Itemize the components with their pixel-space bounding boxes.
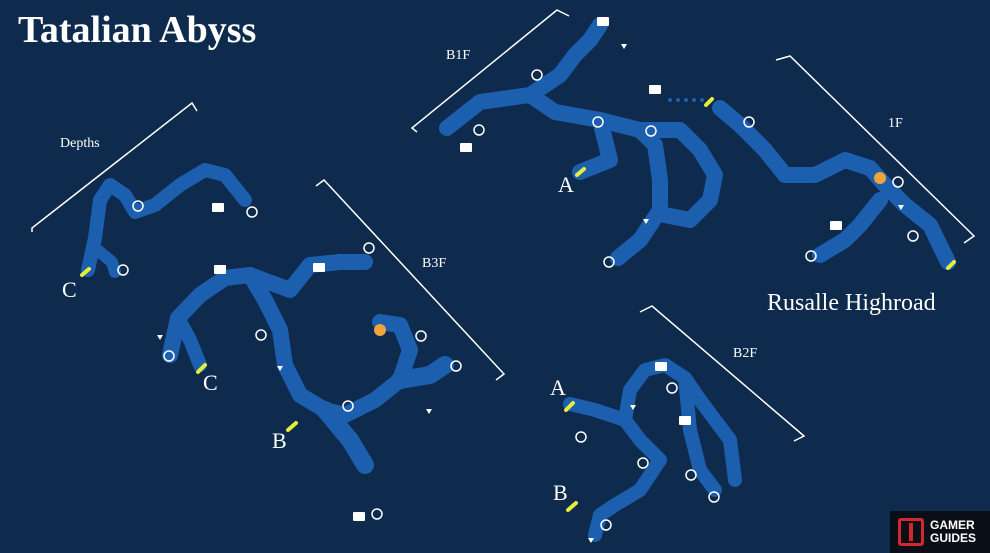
brand-line-2: GUIDES <box>930 531 977 545</box>
chest-icon <box>212 203 224 212</box>
transition-b-b2f <box>566 501 578 512</box>
transition-a-b2f <box>564 401 575 412</box>
exit-label-a-b1f: A <box>558 172 574 197</box>
monster-markers <box>374 172 886 336</box>
gamer-guides-logo-icon <box>898 518 924 546</box>
transition-a-b1f <box>575 167 586 177</box>
floor-label-depths: Depths <box>60 136 100 151</box>
arrow-down-icon <box>621 44 627 49</box>
gamer-guides-watermark: GAMER GUIDES <box>890 511 990 553</box>
point-icon <box>805 250 817 262</box>
floor-label-b2f: B2F <box>733 346 758 361</box>
chest-icon <box>830 221 842 230</box>
monster-icon <box>874 172 886 184</box>
cave-b3f-left <box>171 311 207 372</box>
point-icon <box>531 69 543 81</box>
path-dot <box>676 98 680 102</box>
cave-corridors <box>81 17 956 542</box>
point-icon <box>600 519 612 531</box>
dotted-path <box>668 98 704 102</box>
transition-1f-top <box>704 97 714 107</box>
bracket-1f <box>775 55 976 244</box>
brand-line-1: GAMER <box>930 518 975 532</box>
arrow-down-icon <box>588 538 594 543</box>
cave-depths <box>81 163 252 277</box>
point-icon <box>743 116 755 128</box>
point-icon <box>255 329 267 341</box>
chest-icons <box>212 17 842 521</box>
path-dot <box>700 98 704 102</box>
point-icon <box>246 206 258 218</box>
floor-label-b1f: B1F <box>446 48 471 63</box>
chest-icon <box>353 512 365 521</box>
arrow-down-icon <box>277 366 283 371</box>
point-icon <box>450 360 462 372</box>
point-icon <box>415 330 427 342</box>
exit-label-c-depths: C <box>62 277 77 302</box>
monster-icon <box>374 324 386 336</box>
floor-brackets <box>31 9 976 442</box>
chest-icon <box>597 17 609 26</box>
point-icon <box>637 457 649 469</box>
transition-b-b3f <box>286 421 298 432</box>
point-icons <box>117 69 919 531</box>
chest-icon <box>214 265 226 274</box>
exit-label-b-b3f: B <box>272 428 287 453</box>
point-icon <box>163 350 175 362</box>
point-icon <box>603 256 615 268</box>
cave-b2f <box>563 358 742 542</box>
brand-text: GAMER GUIDES <box>930 519 976 545</box>
point-icon <box>685 469 697 481</box>
point-icon <box>892 176 904 188</box>
transition-c-b3f <box>196 363 207 374</box>
cave-b3f <box>162 254 418 423</box>
point-icon <box>371 508 383 520</box>
point-icon <box>666 382 678 394</box>
point-icon <box>342 400 354 412</box>
bracket-b1f <box>410 9 570 133</box>
arrow-down-icon <box>898 205 904 210</box>
chest-icon <box>649 85 661 94</box>
point-icon <box>592 116 604 128</box>
arrow-down-icon <box>426 409 432 414</box>
chest-icon <box>679 416 691 425</box>
bracket-b2f <box>639 305 806 442</box>
chest-icon <box>460 143 472 152</box>
bracket-depths <box>31 101 198 232</box>
point-icon <box>473 124 485 136</box>
cave-b3f-lower <box>316 356 454 474</box>
area-name-rusalle-highroad: Rusalle Highroad <box>767 290 936 316</box>
point-icon <box>575 431 587 443</box>
cave-depths-spur <box>89 242 121 278</box>
path-dot <box>692 98 696 102</box>
floor-label-1f: 1F <box>888 116 903 131</box>
chest-icon <box>655 362 667 371</box>
cave-b1f <box>439 17 668 266</box>
exit-label-c-b3f: C <box>203 370 218 395</box>
cave-1f <box>712 100 956 270</box>
bracket-b3f <box>315 178 506 381</box>
transition-c-depths <box>80 267 91 277</box>
point-icon <box>907 230 919 242</box>
arrow-down-icon <box>630 405 636 410</box>
arrow-down-icon <box>157 335 163 340</box>
cave-b1f-mid <box>572 112 723 228</box>
stair-arrows <box>157 44 904 543</box>
point-icon <box>708 491 720 503</box>
exit-label-a-b2f: A <box>550 375 566 400</box>
path-dot <box>668 98 672 102</box>
point-icon <box>132 200 144 212</box>
chest-icon <box>313 263 325 272</box>
floor-label-b3f: B3F <box>422 256 447 271</box>
path-dot <box>684 98 688 102</box>
transition-markers <box>80 97 956 512</box>
point-icon <box>363 242 375 254</box>
point-icon <box>117 264 129 276</box>
map-title: Tatalian Abyss <box>18 9 257 51</box>
arrow-down-icon <box>643 219 649 224</box>
point-icon <box>645 125 657 137</box>
exit-label-b-b2f: B <box>553 480 568 505</box>
transition-1f-exit <box>946 260 956 270</box>
